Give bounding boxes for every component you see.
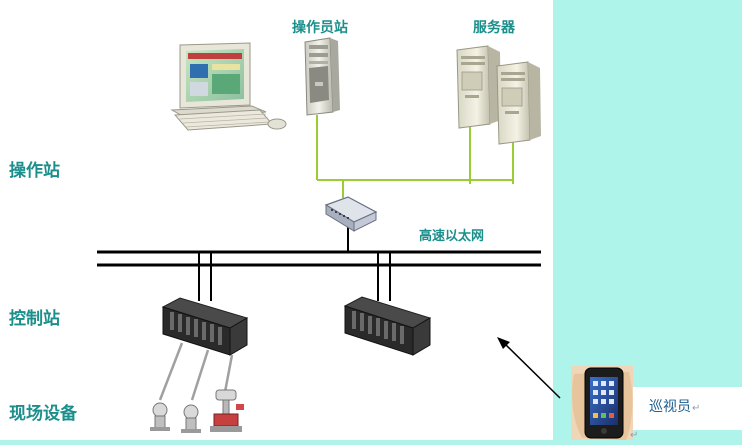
ethernet-label: 高速以太网 (419, 230, 484, 243)
controller-rack-icon (163, 298, 247, 355)
patroller-label: 巡视员↵ (649, 400, 700, 414)
operation-station-label: 操作站 (9, 163, 60, 180)
network-cables (317, 115, 513, 198)
server-label: 服务器 (473, 21, 515, 35)
paragraph-mark: ↵ (630, 431, 638, 441)
smartphone-icon (571, 366, 633, 440)
ethernet-bus (97, 252, 541, 265)
controller-rack-icon (345, 297, 430, 355)
field-devices-label: 现场设备 (9, 406, 77, 423)
operator-tower-icon (305, 38, 340, 115)
pressure-transmitter-icon (150, 403, 170, 431)
pressure-transmitter-icon (181, 405, 201, 433)
patroller-text: 巡视员 (649, 399, 691, 415)
patrol-arrow (497, 337, 560, 398)
paragraph-mark: ↵ (692, 403, 700, 414)
workstation-pc-icon (172, 43, 286, 130)
control-valve-icon (210, 390, 244, 432)
operator-station-label: 操作员站 (292, 21, 348, 35)
network-switch-icon (326, 197, 376, 231)
control-station-label: 控制站 (9, 311, 60, 328)
